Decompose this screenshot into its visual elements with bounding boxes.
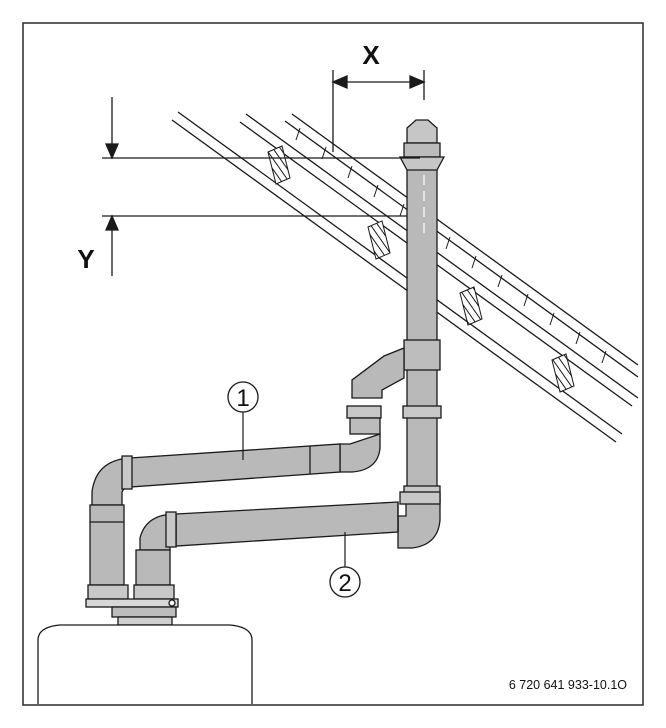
dimension-y-label: Y bbox=[77, 244, 94, 274]
dimension-y bbox=[102, 97, 420, 276]
callout-1-label: 1 bbox=[236, 385, 249, 412]
vertical-flue-pipe bbox=[398, 119, 446, 501]
air-supply-pipe-1 bbox=[89, 347, 405, 586]
dimension-x bbox=[331, 70, 426, 152]
boiler-adapter bbox=[85, 584, 179, 626]
callout-1: 1 bbox=[227, 381, 259, 460]
callout-2: 2 bbox=[329, 532, 361, 598]
callout-2-label: 2 bbox=[338, 570, 351, 597]
dimension-x-label: X bbox=[362, 40, 380, 70]
flue-gas-pipe-2 bbox=[135, 491, 441, 586]
boiler-unit bbox=[37, 624, 253, 704]
diagram-frame bbox=[22, 22, 644, 706]
sloped-roof bbox=[171, 111, 639, 443]
figure-code: 6 720 641 933-10.1O bbox=[509, 678, 627, 692]
